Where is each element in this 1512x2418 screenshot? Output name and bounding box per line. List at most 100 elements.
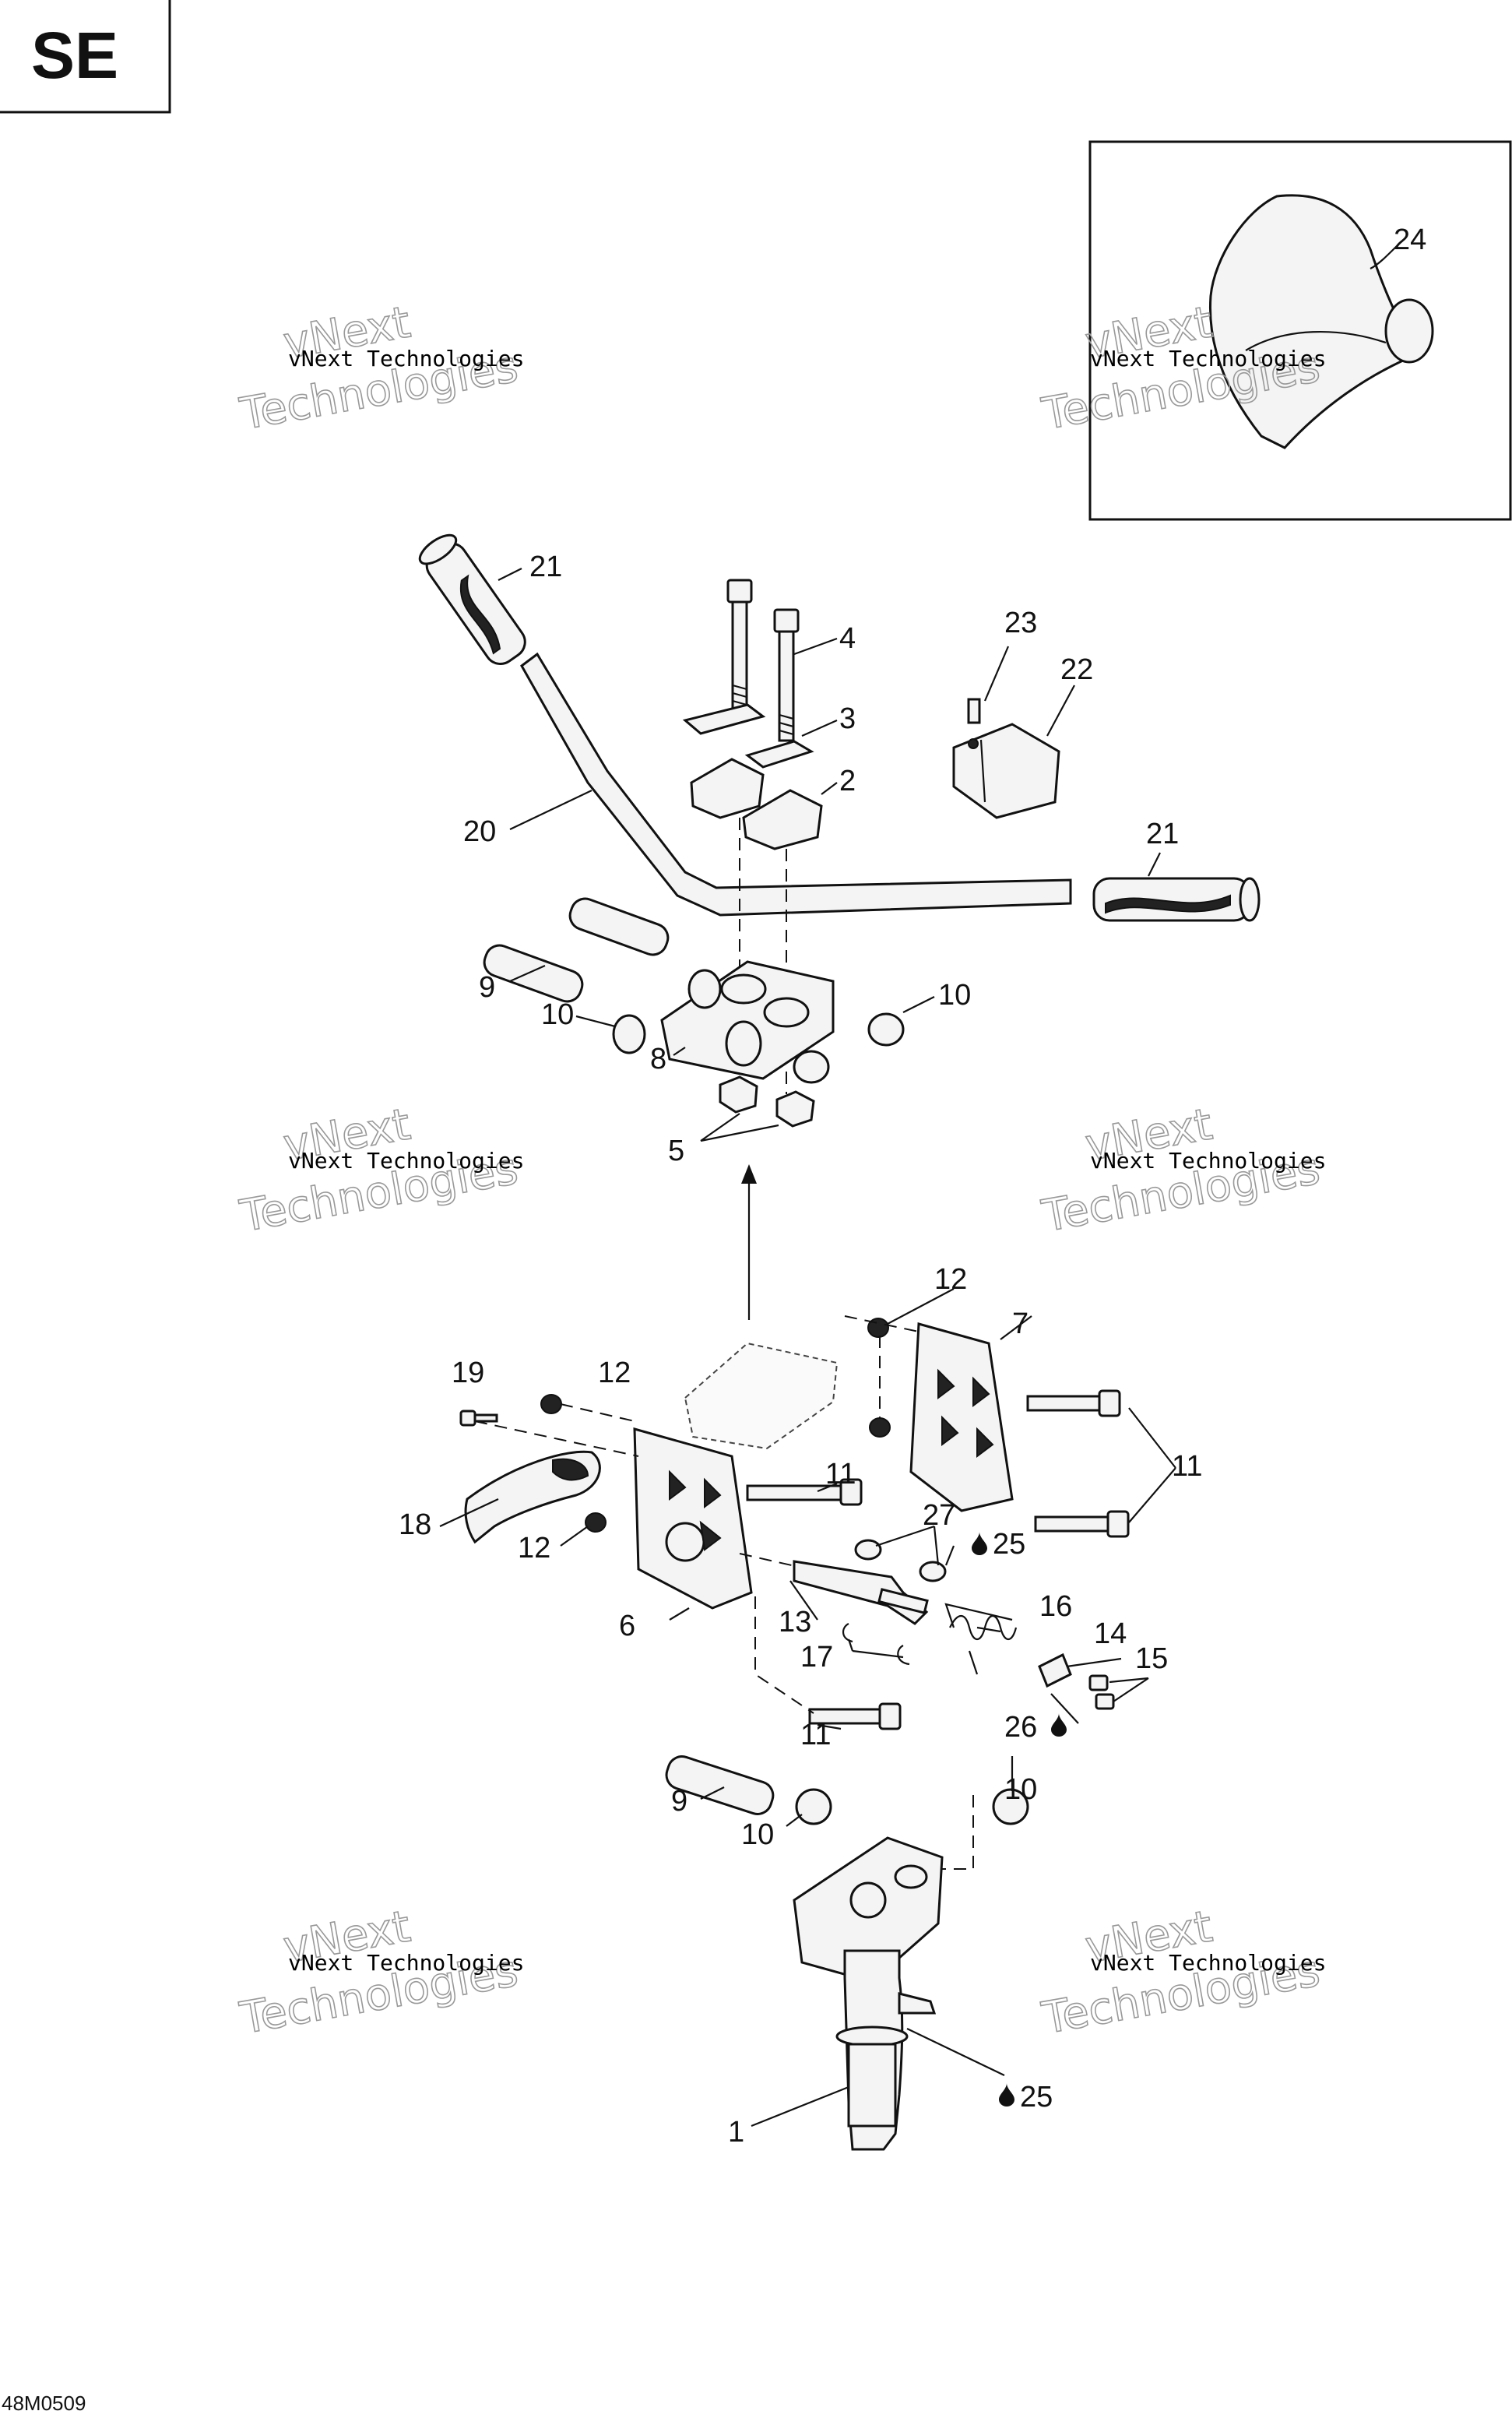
watermark-3: vNext Technologies — [235, 1098, 524, 1243]
clamp-bolt-right — [773, 608, 800, 742]
nut-right — [775, 1090, 815, 1128]
callout-23: 23 — [1004, 607, 1037, 639]
callout-12-top: 12 — [934, 1263, 967, 1296]
callout-10-top-right: 10 — [938, 979, 971, 1012]
watermark-4: vNext Technologies — [1037, 1098, 1326, 1243]
dash-7-top — [844, 1315, 920, 1332]
screw-15-a — [1088, 1674, 1109, 1691]
callout-11-right: 11 — [1172, 1450, 1202, 1483]
callout-6: 6 — [619, 1610, 635, 1642]
throttle-shaft — [793, 1560, 929, 1625]
right-grip — [1092, 877, 1261, 922]
bushing-c — [867, 1012, 905, 1047]
callout-25-low: 25 — [1020, 2081, 1053, 2114]
bolt-11-b — [1026, 1389, 1121, 1417]
pin-lower — [483, 944, 584, 1003]
callout-21-right: 21 — [1146, 818, 1179, 850]
washer-12-a — [540, 1394, 562, 1414]
watermark-2: vNext Technologies — [1037, 296, 1326, 441]
clamp-ghost — [684, 1342, 839, 1450]
callout-14: 14 — [1094, 1617, 1127, 1650]
steering-column — [793, 1836, 944, 2151]
washer-27-a — [854, 1539, 882, 1561]
bushing-d — [793, 1050, 830, 1084]
screw-19 — [459, 1410, 498, 1427]
dash-column — [938, 1795, 974, 1870]
watermark-6: vNext Technologies — [1037, 1900, 1326, 2045]
callout-11-mid: 11 — [825, 1458, 856, 1491]
callout-12-low: 12 — [518, 1532, 550, 1564]
callout-15: 15 — [1135, 1642, 1168, 1675]
callout-10-top-left: 10 — [541, 998, 574, 1031]
callout-5: 5 — [668, 1135, 684, 1167]
clamp-plate-left — [682, 703, 766, 735]
throttle-lever — [464, 1450, 601, 1544]
throttle-housing — [952, 723, 1060, 819]
svg-text:vNext Technologies: vNext Technologies — [288, 1148, 524, 1174]
washer-27-b — [919, 1561, 947, 1582]
callout-18: 18 — [399, 1508, 431, 1541]
callout-24: 24 — [1394, 223, 1426, 256]
drawing-id: 48M0509 — [2, 2392, 86, 2415]
section-code: SE — [31, 19, 118, 92]
svg-text:vNext Technologies: vNext Technologies — [1090, 1148, 1326, 1174]
callout-22: 22 — [1060, 653, 1093, 686]
dash-19 — [474, 1420, 639, 1457]
right-bracket-plate — [909, 1322, 1014, 1512]
svg-text:vNext Technologies: vNext Technologies — [288, 346, 524, 371]
callout-26: 26 — [1004, 1711, 1037, 1744]
e-clip-a — [842, 1623, 853, 1643]
callout-7: 7 — [1012, 1308, 1029, 1340]
callout-1: 1 — [728, 2116, 744, 2149]
callout-17: 17 — [800, 1641, 833, 1674]
column-bushing-left — [795, 1788, 832, 1825]
left-bracket-plate — [633, 1427, 753, 1610]
watermark-5: vNext Technologies — [235, 1900, 524, 2045]
bushing-b — [612, 1014, 646, 1054]
callout-9-low: 9 — [671, 1785, 687, 1818]
pin-upper — [568, 897, 670, 956]
callout-25-mid: 25 — [993, 1528, 1025, 1561]
callout-10-low-right: 10 — [1004, 1773, 1037, 1806]
bushing-a — [687, 969, 722, 1009]
dash-6-left — [754, 1596, 814, 1714]
bolt-11-c — [1034, 1510, 1130, 1538]
clamp-plate-right — [744, 740, 814, 769]
upper-clamp-right — [742, 789, 823, 850]
washer-12-d — [869, 1417, 891, 1438]
left-grip — [418, 533, 526, 666]
callout-19: 19 — [452, 1357, 484, 1389]
upper-clamp-left — [690, 758, 765, 819]
handlebar-tube — [520, 652, 1072, 917]
callout-21-left: 21 — [529, 551, 562, 583]
leader-lines — [439, 241, 1402, 2128]
callout-10-low-left: 10 — [741, 1818, 774, 1851]
section-box — [0, 0, 171, 114]
dash-upper-washer — [560, 1403, 635, 1422]
washer-12-c — [867, 1318, 889, 1338]
svg-text:vNext Technologies: vNext Technologies — [1090, 346, 1326, 371]
callout-27: 27 — [923, 1499, 955, 1532]
svg-text:vNext Technologies: vNext Technologies — [1090, 1950, 1326, 1976]
svg-text:vNext Technologies: vNext Technologies — [288, 1950, 524, 1976]
clamp-bolt-left — [726, 579, 753, 713]
callout-4: 4 — [839, 622, 856, 655]
callout-11-low: 11 — [800, 1719, 831, 1751]
bolt-11-a — [746, 1478, 863, 1506]
lubricant-drop-icon — [1051, 1713, 1067, 1737]
callout-8: 8 — [650, 1043, 666, 1075]
washer-12-b — [585, 1512, 607, 1533]
callout-2: 2 — [839, 765, 856, 797]
screw-15-b — [1095, 1693, 1115, 1710]
return-spring — [944, 1603, 1018, 1675]
spring-plate — [1038, 1652, 1072, 1688]
housing-screw — [967, 698, 981, 724]
assembly-arrow — [741, 1164, 757, 1320]
callout-9-top: 9 — [479, 971, 495, 1004]
column-pin — [665, 1755, 775, 1815]
column-bushing-right — [992, 1788, 1029, 1825]
nut-left — [719, 1075, 758, 1114]
bolt-11-d — [808, 1702, 902, 1730]
callout-3: 3 — [839, 702, 856, 735]
